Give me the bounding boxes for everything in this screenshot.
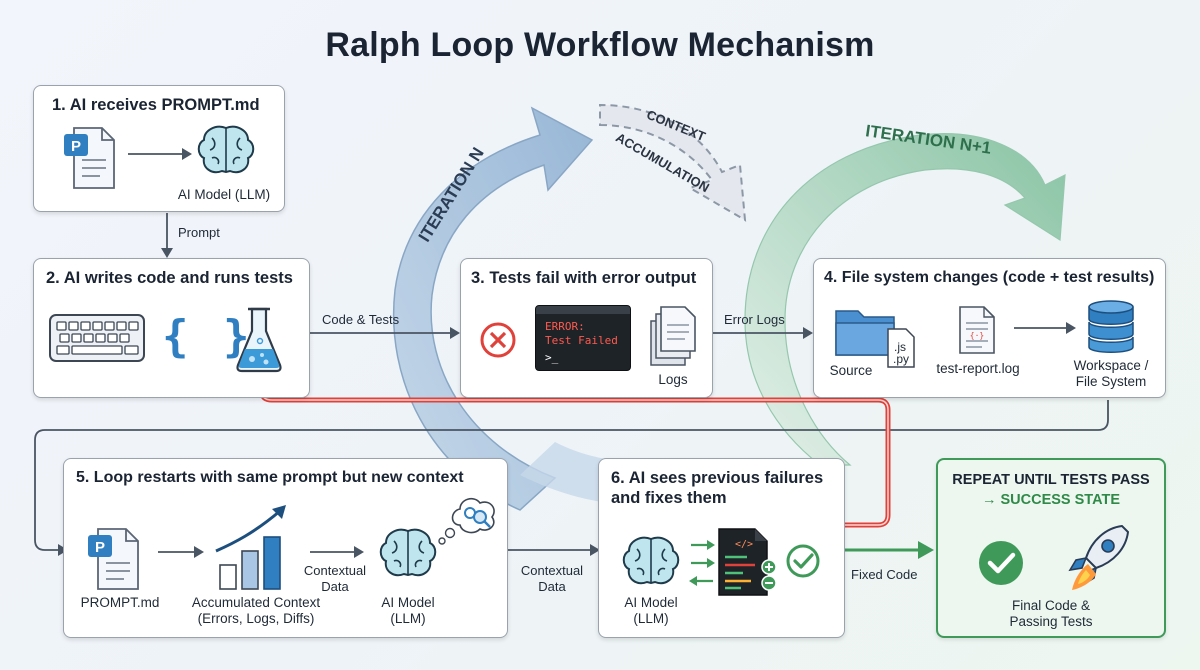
source-label: Source [829,363,873,378]
code-file-diff-icon: </> [718,528,777,596]
step3-box: 3. Tests fail with error output ERROR: T… [460,258,713,398]
accumulated-context-label-1: Accumulated Context [191,595,321,610]
success-label-2: Passing Tests [1009,614,1093,629]
terminal-test-failed-line: Test Failed [545,334,618,347]
step6-model-label-1: AI Model [624,595,678,610]
step5-doc-letter: P [95,539,105,556]
brain-icon [197,125,255,174]
test-report-icon: {·} [959,306,995,354]
database-icon [1088,300,1134,353]
svg-text:{·}: {·} [970,331,984,340]
thought-bubble-search-icon [438,497,495,545]
step6-box: 6. AI sees previous failures and fixes t… [598,458,845,638]
code-tag-text: </> [735,539,753,550]
step2-box: 2. AI writes code and runs tests { } [33,258,310,398]
edge-error-logs-label: Error Logs [724,312,785,327]
iteration-n1-arc [744,133,1066,466]
keyboard-icon [49,314,145,362]
flask-icon [236,307,282,373]
prompt-doc-letter: P [71,138,81,155]
step6-title-1: 6. AI sees previous failures [611,469,824,487]
accumulated-context-chart-icon [215,505,286,590]
step4-box: 4. File system changes (code + test resu… [813,258,1166,398]
edge-prompt-label: Prompt [178,225,220,240]
success-subtitle: → SUCCESS STATE [981,492,1121,508]
edge-fs-to-step5-line [34,400,1109,551]
workspace-label-1: Workspace / [1073,358,1149,373]
terminal-window: ERROR: Test Failed >_ [535,305,631,371]
iteration-n-arc [392,106,594,511]
step4-title: 4. File system changes (code + test resu… [824,269,1155,286]
step5-brain-icon [379,528,437,577]
step1-box: 1. AI receives PROMPT.md P [33,85,285,212]
workspace-label-2: File System [1075,374,1147,389]
success-title: REPEAT UNTIL TESTS PASS [952,472,1150,488]
success-label-1: Final Code & [1011,598,1091,613]
logs-stack-icon [650,306,696,366]
step5-contextual-label-2: Data [321,579,349,594]
prompt-document-icon: P [64,127,115,189]
source-folder-icon: .js .py [835,310,915,368]
step5-prompt-document-icon: P [88,528,139,590]
context-accumulation-arrow [599,103,747,222]
edge-fixed-code-label: Fixed Code [851,567,918,582]
step5-arrow-2-icon [310,546,364,558]
accumulated-context-label-2: (Errors, Logs, Diffs) [197,611,315,626]
test-report-label: test-report.log [936,361,1020,376]
step5-title: 5. Loop restarts with same prompt but ne… [76,469,464,486]
edge-contextual-label-1: Contextual [520,563,584,578]
step5-contextual-label-1: Contextual [303,563,367,578]
green-inflow-arrows-icon [689,540,715,586]
step6-brain-icon [622,536,680,585]
step4-arrow-icon [1014,322,1076,334]
step1-title: 1. AI receives PROMPT.md [52,96,260,114]
edge-code-tests-label: Code & Tests [322,312,400,327]
step5-prompt-label: PROMPT.md [80,595,160,610]
error-x-icon [480,322,516,358]
step5-arrow-1-icon [158,546,204,558]
step1-arrow-icon [128,148,192,160]
step6-model-label-2: (LLM) [633,611,669,626]
code-braces-icon: { } [162,311,254,362]
logs-label: Logs [658,372,688,387]
page-title: Ralph Loop Workflow Mechanism [325,26,875,64]
step5-model-label-2: (LLM) [390,611,426,626]
step6-title-2: and fixes them [611,489,727,507]
step1-model-label: AI Model (LLM) [177,187,271,202]
step5-model-label-1: AI Model [381,595,435,610]
step6-check-icon [786,544,820,578]
step2-title: 2. AI writes code and runs tests [46,269,293,287]
edge-contextual-label-2: Data [538,579,566,594]
source-ext-js: .js [894,340,906,354]
success-check-icon [979,541,1023,585]
source-ext-py: .py [893,352,909,366]
terminal-error-line: ERROR: [545,320,585,333]
rocket-icon [1068,524,1130,590]
success-state-box: REPEAT UNTIL TESTS PASS → SUCCESS STATE … [936,458,1166,638]
terminal-prompt: >_ [545,351,559,364]
step5-box: 5. Loop restarts with same prompt but ne… [63,458,508,638]
step3-title: 3. Tests fail with error output [471,269,697,287]
